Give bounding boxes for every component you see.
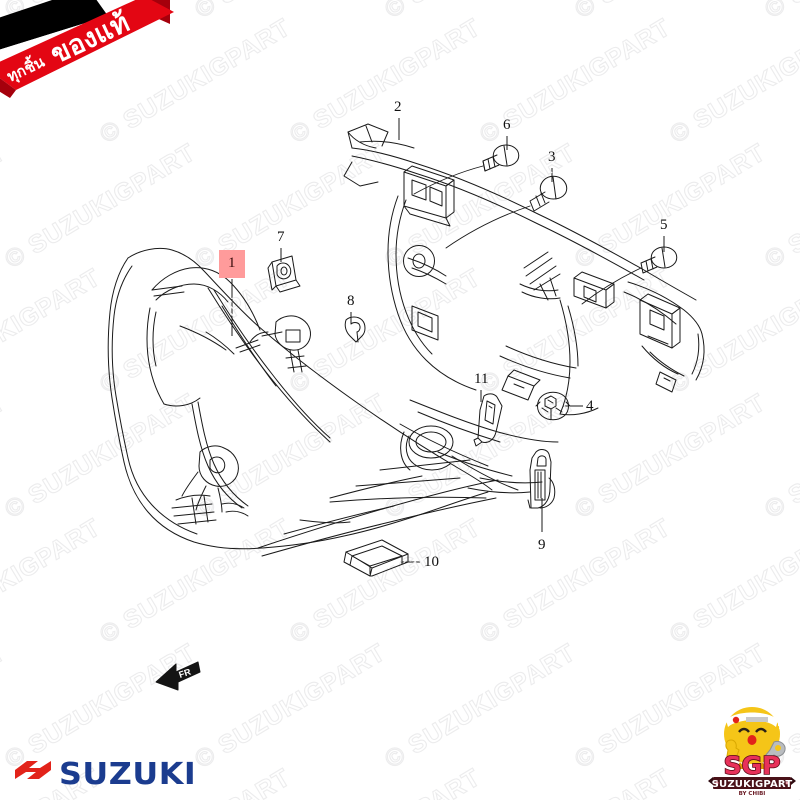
callout-10[interactable]: 10 [424,554,439,570]
clip-8 [344,316,366,343]
clip-7 [267,255,301,293]
grommet-4 [535,391,571,421]
fastener-3 [529,175,568,212]
fastener-6 [482,144,520,172]
sgp-banner-bg [713,777,791,789]
suzuki-wordmark: SUZUKI [59,757,197,792]
suzukigpart-shop-logo: SGP SUZUKIGPART BY CHIBI [708,707,796,796]
callout-6[interactable]: 6 [503,117,511,133]
callout-3[interactable]: 3 [548,149,556,165]
ribbon-black-stripe [0,0,108,50]
front-direction-arrow-shape [155,661,201,691]
authenticity-ribbon: ทุกชิ้น ของแท้ [0,0,174,98]
chick-mascot-icon [724,707,794,769]
bracket-9 [527,449,556,509]
ribbon-main [0,0,174,90]
sgp-initials: SGP [724,751,781,780]
gasket-10 [343,539,409,577]
callout-1[interactable]: 1 [219,250,245,278]
sgp-sub-text: BY CHIBI [739,791,766,796]
callout-9[interactable]: 9 [538,537,546,553]
cowling-main-body [107,247,559,557]
sgp-banner-text: SUZUKIGPART [712,779,793,790]
callout-4[interactable]: 4 [586,398,594,414]
callout-11[interactable]: 11 [474,371,489,387]
callout-2[interactable]: 2 [394,99,402,115]
ribbon-fold-left [0,78,16,98]
callout-5[interactable]: 5 [660,217,668,233]
suzuki-brand-logo: SUZUKI [14,757,196,792]
front-arrow-label: FR [178,667,193,680]
suzuki-s-icon [15,760,51,779]
fastener-5 [640,246,678,274]
callout-7[interactable]: 7 [277,229,285,245]
callout-8[interactable]: 8 [347,293,355,309]
upper-brace-assembly [343,123,705,416]
bracket-11 [473,393,503,447]
